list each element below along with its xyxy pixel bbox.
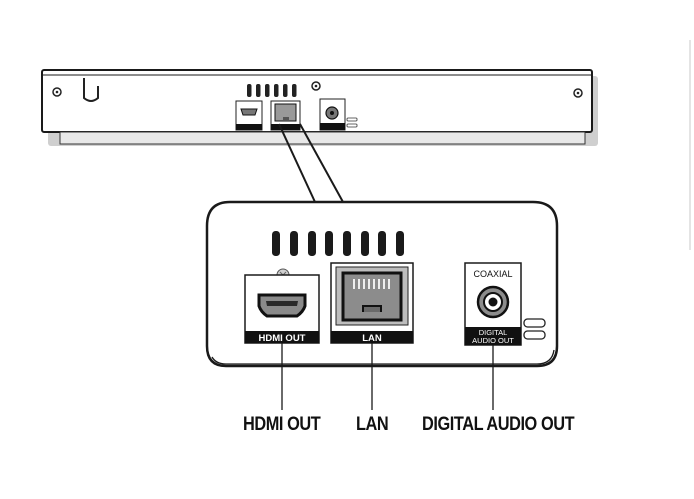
page-edge-divider bbox=[689, 40, 691, 250]
hook-icon bbox=[83, 78, 99, 102]
callout-digital-audio-out: DIGITAL AUDIO OUT bbox=[422, 414, 575, 435]
small-coaxial-port bbox=[319, 98, 358, 131]
small-hdmi-port bbox=[235, 100, 263, 131]
player-rear-view bbox=[41, 69, 598, 146]
callout-lan: LAN bbox=[356, 414, 389, 435]
lan-port-label: LAN bbox=[362, 333, 382, 344]
small-vent-slots bbox=[247, 84, 297, 97]
hdmi-out-port: HDMI OUT bbox=[244, 268, 320, 344]
hdmi-port-label: HDMI OUT bbox=[259, 333, 306, 344]
zoom-connector bbox=[278, 123, 344, 203]
leader-lines bbox=[281, 343, 494, 410]
enlarged-panel: HDMI OUT LAN COAXIAL bbox=[205, 200, 559, 368]
screw-icon bbox=[311, 81, 321, 91]
screw-icon bbox=[52, 87, 62, 97]
digital-audio-label-line1: DIGITAL bbox=[479, 328, 508, 337]
ethernet-jack-icon bbox=[341, 271, 403, 322]
coaxial-label: COAXIAL bbox=[473, 269, 512, 279]
digital-audio-label-line2: AUDIO OUT bbox=[472, 336, 514, 345]
small-lan-port bbox=[270, 100, 301, 131]
vent-slots bbox=[272, 231, 404, 256]
callout-hdmi-out: HDMI OUT bbox=[243, 414, 321, 435]
screw-icon bbox=[573, 88, 583, 98]
lan-port: LAN bbox=[330, 262, 414, 344]
digital-audio-out-port: COAXIAL DIGITAL AUDIO OUT bbox=[464, 262, 546, 346]
